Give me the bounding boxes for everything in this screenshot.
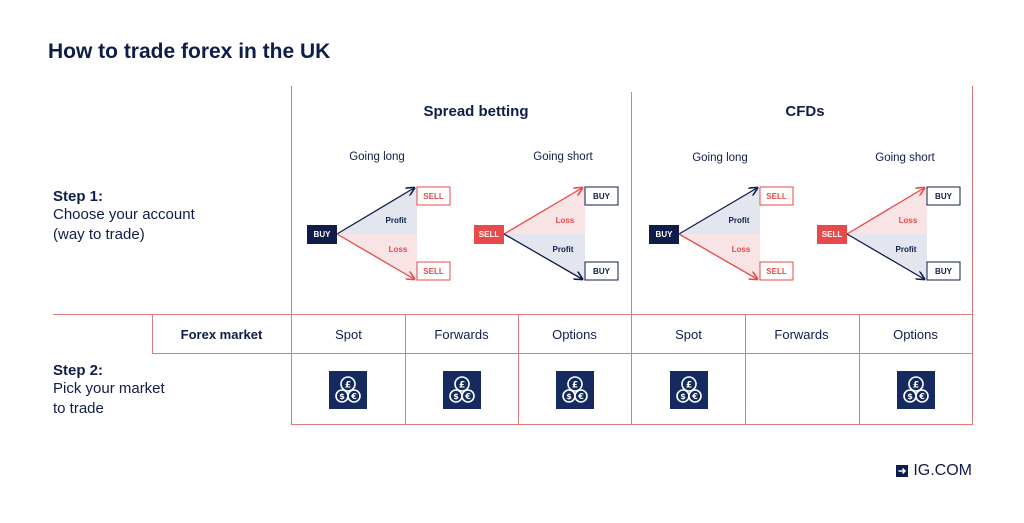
subheading-cfd-going-short: Going short <box>875 152 935 164</box>
svg-text:$: $ <box>339 392 345 401</box>
cfd-short-profit-label: Profit <box>896 245 917 254</box>
step1-line2: (way to trade) <box>53 226 145 243</box>
sb-long-sell-top-label: SELL <box>423 192 444 201</box>
sb-short-sell-label: SELL <box>479 230 500 239</box>
svg-text:€: € <box>350 392 357 401</box>
svg-text:€: € <box>918 392 925 401</box>
svg-text:€: € <box>464 392 471 401</box>
diagram-cfd-short <box>817 187 961 281</box>
subheading-sb-going-short: Going short <box>533 151 593 163</box>
svg-text:£: £ <box>686 381 692 391</box>
sb-short-profit-label: Profit <box>553 245 574 254</box>
column-heading-cfds: CFDs <box>785 103 825 120</box>
market-cell-cfd-spot: Spot <box>675 327 702 342</box>
svg-text:£: £ <box>572 381 578 391</box>
step2-line1: Pick your market <box>53 380 165 397</box>
sb-long-sell-bottom-label: SELL <box>423 267 444 276</box>
market-cell-cfd-forwards: Forwards <box>774 327 829 342</box>
diagram-cfd-long <box>649 187 794 281</box>
diagram-sb-long <box>307 187 451 281</box>
cfd-short-sell-label: SELL <box>822 230 843 239</box>
cfd-short-loss-label: Loss <box>899 216 918 225</box>
step1-heading: Step 1: <box>53 188 104 205</box>
step1-block: Step 1: Choose your account (way to trad… <box>53 188 195 245</box>
svg-text:€: € <box>691 392 698 401</box>
subheading-sb-going-long: Going long <box>349 151 405 163</box>
svg-text:$: $ <box>680 392 686 401</box>
step2-block: Step 2: Pick your market to trade <box>53 362 165 419</box>
svg-text:£: £ <box>345 381 351 391</box>
coins-icon: £$ € <box>329 371 367 409</box>
coins-icon: £$ € <box>443 371 481 409</box>
step2-heading: Step 2: <box>53 362 104 379</box>
svg-text:£: £ <box>913 381 919 391</box>
sb-short-buy-top-label: BUY <box>593 192 611 201</box>
page-title: How to trade forex in the UK <box>48 40 331 63</box>
arrow-right-box-icon <box>896 465 909 477</box>
svg-text:$: $ <box>907 392 913 401</box>
step1-line1: Choose your account <box>53 206 195 223</box>
column-heading-spread-betting: Spread betting <box>423 103 529 120</box>
cfd-long-sell-bottom-label: SELL <box>766 267 787 276</box>
brand-name: IG.COM <box>913 462 972 479</box>
cfd-long-loss-label: Loss <box>732 245 751 254</box>
coins-icon: £$ € <box>556 371 594 409</box>
coins-icon: £$ € <box>897 371 935 409</box>
cfd-long-profit-label: Profit <box>729 216 750 225</box>
svg-text:€: € <box>577 392 584 401</box>
brand-logo: IG.COM <box>896 462 972 480</box>
svg-text:$: $ <box>453 392 459 401</box>
sb-long-buy-label: BUY <box>314 230 332 239</box>
market-cell-sb-options: Options <box>552 327 597 342</box>
sb-long-loss-label: Loss <box>389 245 408 254</box>
forex-market-label: Forex market <box>180 327 263 342</box>
svg-text:£: £ <box>459 381 465 391</box>
diagram-sb-short <box>474 187 619 281</box>
market-cell-sb-forwards: Forwards <box>434 327 489 342</box>
svg-text:$: $ <box>566 392 572 401</box>
sb-short-buy-bottom-label: BUY <box>593 267 611 276</box>
sb-long-profit-label: Profit <box>386 216 407 225</box>
sb-short-loss-label: Loss <box>556 216 575 225</box>
cfd-long-buy-label: BUY <box>656 230 674 239</box>
cfd-long-sell-top-label: SELL <box>766 192 787 201</box>
step2-line2: to trade <box>53 400 104 417</box>
market-cell-sb-spot: Spot <box>335 327 362 342</box>
coins-icon: £$ € <box>670 371 708 409</box>
subheading-cfd-going-long: Going long <box>692 152 748 164</box>
cfd-short-buy-bottom-label: BUY <box>935 267 953 276</box>
cfd-short-buy-top-label: BUY <box>935 192 953 201</box>
market-cell-cfd-options: Options <box>893 327 938 342</box>
